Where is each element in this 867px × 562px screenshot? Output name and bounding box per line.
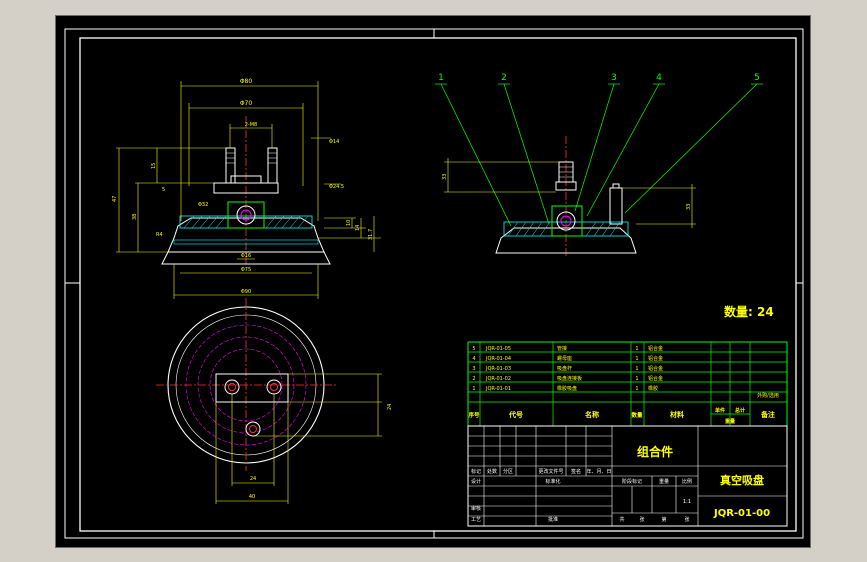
bom-row-1-qty: 1 (635, 346, 638, 352)
bom-header-ext: 外购/选用 (757, 392, 779, 399)
drawing-canvas: Φ80 Φ70 2-M8 Φ14 Φ24.5 Φ16 Φ75 Φ90 47 38… (55, 15, 811, 548)
bom-row-2-no: 4 (472, 356, 475, 362)
bom-row-1-name: 管接 (557, 345, 567, 352)
drawing-name: 真空吸盘 (720, 473, 764, 487)
balloon-3: 3 (611, 73, 617, 83)
bom-row-1-no: 5 (472, 346, 475, 352)
dim-bottom-1: Φ16 (241, 253, 251, 259)
bom-row-4-name: 吸盘连接板 (557, 375, 582, 382)
bom-row-5-qty: 1 (635, 386, 638, 392)
bom-headers: 序号 代号 名称 数量 材料 单件 总计 重量 备注 外购/选用 (467, 392, 778, 425)
scale-label: 比例 (682, 478, 692, 485)
bom-row-5-name: 橡胶吸盘 (557, 385, 577, 392)
dim-small-1: Φ32 (198, 202, 208, 208)
section-dim-1: 33 (442, 174, 448, 180)
dim-bottom-2: Φ75 (241, 267, 251, 273)
bom-header-mat: 材料 (669, 410, 684, 419)
bom-header-code: 代号 (508, 410, 523, 419)
outer-border (64, 28, 804, 539)
dim-top-1: Φ80 (240, 78, 253, 85)
bom-table (467, 341, 788, 427)
dim-left-2: 38 (132, 214, 138, 220)
dim-right-2: Φ24.5 (329, 184, 344, 190)
bottom-dim-3: 24 (250, 476, 256, 482)
title-block: 标记 处数 分区 更改文件号 签名 年、月、日 设计 审核 工艺 标准化 批准 … (467, 425, 788, 527)
dim-right-1: Φ14 (329, 139, 339, 145)
balloon-1: 1 (438, 73, 444, 83)
bom-row-4-mat: 铝合金 (648, 375, 663, 382)
sheet-unit-1: 张 (639, 516, 644, 523)
bom-row-5-no: 1 (472, 386, 475, 392)
rev-header-3: 分区 (503, 468, 513, 475)
rev-header-4: 更改文件号 (538, 468, 563, 475)
bom-row-5-code: JQR-01-01 (485, 386, 511, 392)
dim-left-3: 15 (151, 163, 157, 169)
dim-left-1: 47 (112, 196, 118, 202)
checker-label: 审核 (471, 505, 481, 512)
rev-header-2: 处数 (487, 468, 497, 475)
bom-row-2-name: 螺母座 (557, 355, 572, 362)
bom-header-no: 序号 (467, 411, 480, 419)
dim-small-4: 10 (346, 220, 352, 226)
dim-small-5: 14 (355, 225, 361, 231)
bom-row-3-code: JQR-01-03 (485, 366, 511, 372)
bom-header-single: 单件 (715, 407, 725, 414)
standardize-label: 标准化 (545, 478, 560, 485)
balloon-4: 4 (656, 73, 662, 83)
front-view: Φ80 Φ70 2-M8 Φ14 Φ24.5 Φ16 Φ75 Φ90 47 38… (112, 78, 381, 299)
bom-row-3-qty: 1 (635, 366, 638, 372)
assembly-name: 组合件 (637, 444, 673, 459)
rev-header-6: 年、月、日 (586, 468, 611, 475)
rev-header-5: 签名 (571, 468, 581, 475)
dim-small-2: R4 (156, 232, 163, 238)
bom-row-4-no: 2 (472, 376, 475, 382)
dim-top-2: Φ70 (240, 100, 253, 107)
bom-header-total: 总计 (735, 407, 745, 414)
sheet-unit-2: 张 (684, 516, 689, 523)
bom-row-1-mat: 铝合金 (648, 345, 663, 352)
balloon-5: 5 (754, 73, 760, 83)
bom-row-2-qty: 1 (635, 356, 638, 362)
bom-header-name: 名称 (585, 410, 599, 419)
bom-row-1-code: JQR-01-05 (485, 346, 511, 352)
weight-label: 重量 (659, 478, 669, 485)
sheet-index-label: 第 (661, 516, 666, 523)
bom-row-2-mat: 铝合金 (648, 355, 663, 362)
balloon-2: 2 (501, 73, 507, 83)
inner-border (79, 37, 797, 532)
process-label: 工艺 (471, 517, 481, 523)
drawing-number: JQR-01-00 (713, 508, 770, 519)
rev-header-1: 标记 (471, 468, 481, 475)
section-dim-2: 33 (686, 204, 692, 210)
bom-header-qty: 数量 (631, 411, 643, 419)
bottom-dim-2: 40 (249, 494, 255, 500)
designer-label: 设计 (471, 478, 481, 485)
bom-header-note: 备注 (760, 410, 775, 419)
approve-label: 批准 (548, 516, 558, 523)
dim-bottom-3: Φ90 (241, 289, 251, 295)
dim-top-3: 2-M8 (245, 122, 257, 128)
bom-row-5-mat: 橡胶 (648, 385, 658, 392)
bom-row-3-no: 3 (472, 366, 475, 372)
scale-value: 1:1 (683, 499, 691, 505)
bottom-view: 24 40 24 (156, 298, 393, 504)
quantity-note: 数量: 24 (724, 304, 774, 319)
bom-rows: 5 JQR-01-05 管接 1 铝合金 4 JQR-01-04 螺母座 1 铝… (472, 345, 663, 392)
sheet-total-label: 共 (619, 516, 624, 523)
bom-row-3-mat: 铝合金 (648, 365, 663, 372)
bottom-dim-1: 24 (387, 404, 393, 410)
bom-row-3-name: 吸盘杆 (557, 365, 572, 372)
stage-mark-label: 阶段标记 (622, 478, 642, 485)
bom-row-4-qty: 1 (635, 376, 638, 382)
dim-small-6: 31.7 (368, 229, 374, 240)
bom-header-weight: 重量 (725, 418, 735, 425)
section-view: 1 2 3 4 5 33 33 (435, 73, 763, 256)
bom-row-4-code: JQR-01-02 (485, 376, 511, 382)
dim-small-3: 5 (162, 187, 165, 193)
bom-row-2-code: JQR-01-04 (485, 356, 511, 362)
